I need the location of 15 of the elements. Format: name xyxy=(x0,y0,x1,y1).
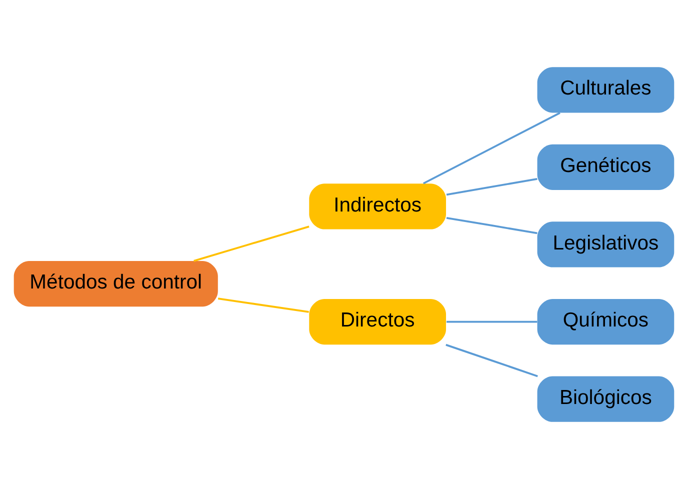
connector xyxy=(446,216,538,234)
node-box: Químicos xyxy=(537,298,674,344)
node-box: Métodos de control xyxy=(14,260,218,306)
node-box: Biológicos xyxy=(537,376,674,422)
node-box: Indirectos xyxy=(309,183,446,229)
connector xyxy=(194,225,310,262)
connector xyxy=(446,343,538,377)
connector xyxy=(446,320,538,322)
connector xyxy=(218,297,309,312)
connector xyxy=(446,177,538,196)
node-box: Legislativos xyxy=(537,221,674,267)
node-box: Culturales xyxy=(537,66,674,112)
connector xyxy=(422,112,560,184)
node-box: Genéticos xyxy=(537,144,674,190)
node-box: Directos xyxy=(309,298,446,344)
